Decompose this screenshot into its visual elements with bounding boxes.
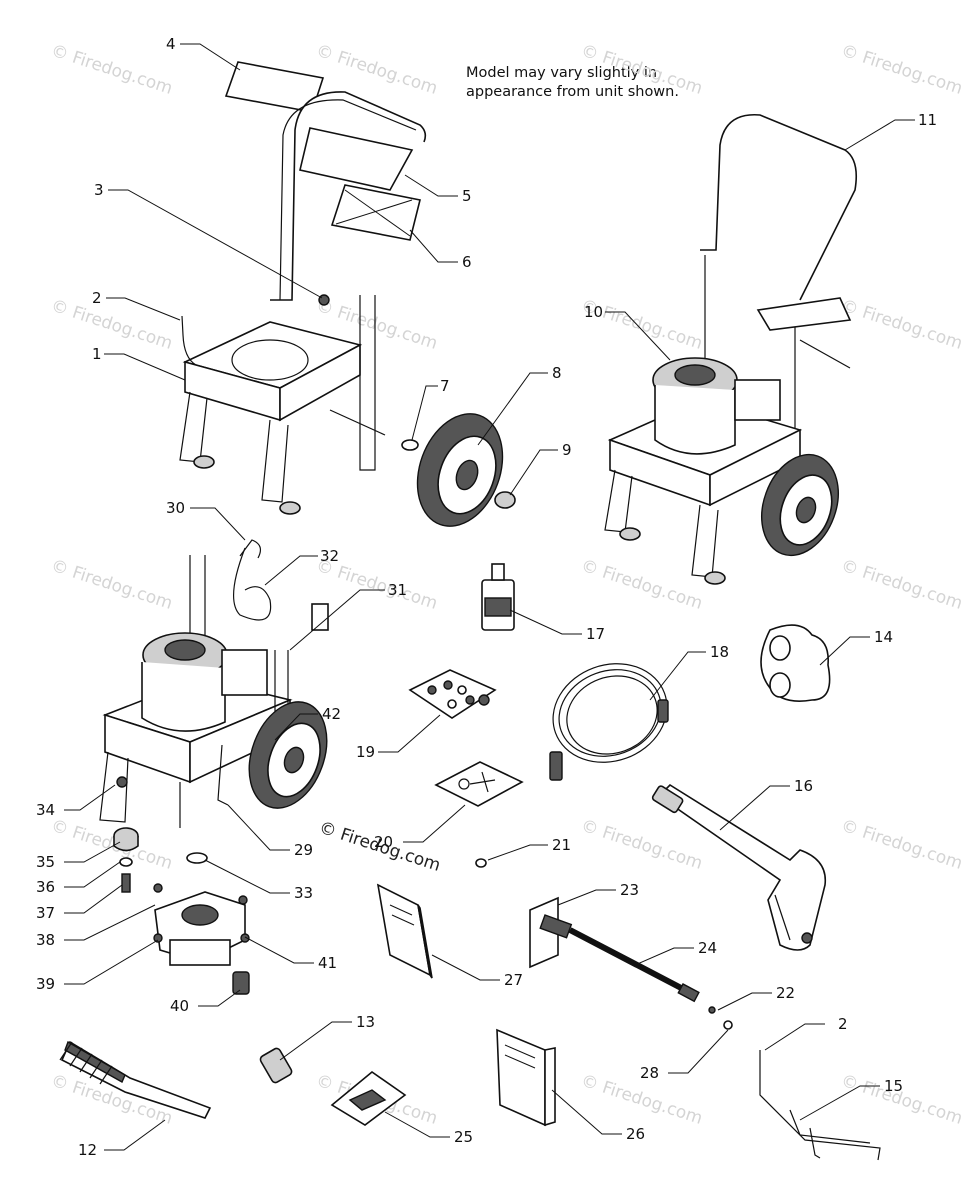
- oil-bottle-17: [481, 563, 515, 631]
- callout-41: 41: [318, 954, 337, 972]
- engine-pump-drawing: [99, 539, 329, 995]
- callout-24: 24: [698, 939, 717, 957]
- washer-36: [119, 857, 133, 867]
- model-note-line-2: appearance from unit shown.: [466, 84, 679, 100]
- callout-19: 19: [356, 743, 375, 761]
- callout-42: 42: [322, 705, 341, 723]
- callout-40: 40: [170, 997, 189, 1015]
- callout-37: 37: [36, 904, 55, 922]
- watermark: © Firedog.com: [313, 41, 439, 99]
- parts-bag-19: [408, 669, 497, 719]
- callout-22: 22: [776, 984, 795, 1002]
- manual-26: [496, 1028, 556, 1127]
- callout-12: 12: [78, 1141, 97, 1159]
- callout-30: 30: [166, 499, 185, 517]
- watermark: © Firedog.com: [838, 816, 964, 874]
- callout-34: 34: [36, 801, 55, 819]
- wand-24: [529, 896, 733, 1030]
- parts-bag-25: [330, 1070, 407, 1126]
- callout-35: 35: [36, 853, 55, 871]
- cable-29: [217, 744, 229, 806]
- callout-3: 3: [94, 181, 104, 199]
- cable-30: [239, 539, 262, 559]
- callout-27: 27: [504, 971, 523, 989]
- callout-1: 1: [92, 345, 102, 363]
- callout-9: 9: [562, 441, 572, 459]
- callout-21: 21: [552, 836, 571, 854]
- callout-36: 36: [36, 878, 55, 896]
- wheel-unit: [761, 453, 839, 557]
- hose-18: [549, 663, 669, 781]
- clip-14: [760, 624, 831, 702]
- engine-10: [652, 357, 781, 455]
- callout-25: 25: [454, 1128, 473, 1146]
- bolt-37: [121, 873, 131, 893]
- callout-13: 13: [356, 1013, 375, 1031]
- pump-41: [153, 883, 250, 966]
- watermark: © Firedog.com: [838, 41, 964, 99]
- callout-10: 10: [584, 303, 603, 321]
- engine-mount-hole: [231, 339, 309, 381]
- oring-21: [475, 858, 487, 868]
- panel-5: [299, 127, 414, 191]
- callout-23: 23: [620, 881, 639, 899]
- brush-12: [59, 1040, 212, 1119]
- hubcap-9: [494, 491, 516, 509]
- assembled-unit-drawing: [604, 114, 858, 585]
- callout-labels: 4 3 2 1 5 6 7 8 9 11 10 30 32 31 17 14 1…: [36, 35, 937, 1159]
- callout-39: 39: [36, 975, 55, 993]
- watermark: © Firedog.com: [578, 556, 704, 614]
- callout-8: 8: [552, 364, 562, 382]
- callout-7: 7: [440, 377, 450, 395]
- watermark: © Firedog.com: [48, 41, 174, 99]
- wheel-8: [416, 413, 504, 527]
- callout-14: 14: [874, 628, 893, 646]
- washer-7: [401, 439, 419, 451]
- callout-5: 5: [462, 187, 472, 205]
- model-note-line-1: Model may vary slightly in: [466, 65, 658, 81]
- handle-11: [700, 114, 858, 301]
- callout-16: 16: [794, 777, 813, 795]
- manual-27: [376, 883, 433, 979]
- wheel-42: [248, 701, 328, 809]
- watermark: © Firedog.com: [838, 296, 964, 354]
- nozzle-card-20: [434, 761, 524, 807]
- knob-3: [318, 294, 330, 306]
- watermark: © Firedog.com: [48, 296, 174, 354]
- spray-gun-16: [651, 783, 827, 951]
- callout-4: 4: [166, 35, 176, 53]
- callout-38: 38: [36, 931, 55, 949]
- leader-lines: [64, 43, 915, 1151]
- nozzle-13: [259, 1047, 293, 1084]
- callout-28: 28: [640, 1064, 659, 1082]
- fitting-40: [232, 971, 250, 995]
- engine-assembly: [141, 632, 268, 732]
- callout-32: 32: [320, 547, 339, 565]
- watermark: © Firedog.com: [578, 816, 704, 874]
- watermark: © Firedog.com: [578, 41, 704, 99]
- hose-rack-15: [759, 1050, 881, 1161]
- callout-15: 15: [884, 1077, 903, 1095]
- decal-11: [756, 297, 852, 331]
- frame-assembly-drawing: [179, 61, 516, 527]
- callout-2: 2: [92, 289, 102, 307]
- callout-11: 11: [918, 111, 937, 129]
- callout-6: 6: [462, 253, 472, 271]
- callout-29: 29: [294, 841, 313, 859]
- watermark: © Firedog.com: [48, 816, 174, 874]
- callout-26: 26: [626, 1125, 645, 1143]
- callout-31: 31: [388, 581, 407, 599]
- callout-2b: 2: [838, 1015, 848, 1033]
- callout-20: 20: [374, 833, 393, 851]
- model-note: Model may vary slightly in appearance fr…: [466, 64, 726, 102]
- callout-17: 17: [586, 625, 605, 643]
- decal-31: [311, 603, 329, 631]
- watermark: © Firedog.com: [48, 556, 174, 614]
- callout-18: 18: [710, 643, 729, 661]
- oring-33: [186, 852, 208, 864]
- watermark: © Firedog.com: [838, 556, 964, 614]
- callout-33: 33: [294, 884, 313, 902]
